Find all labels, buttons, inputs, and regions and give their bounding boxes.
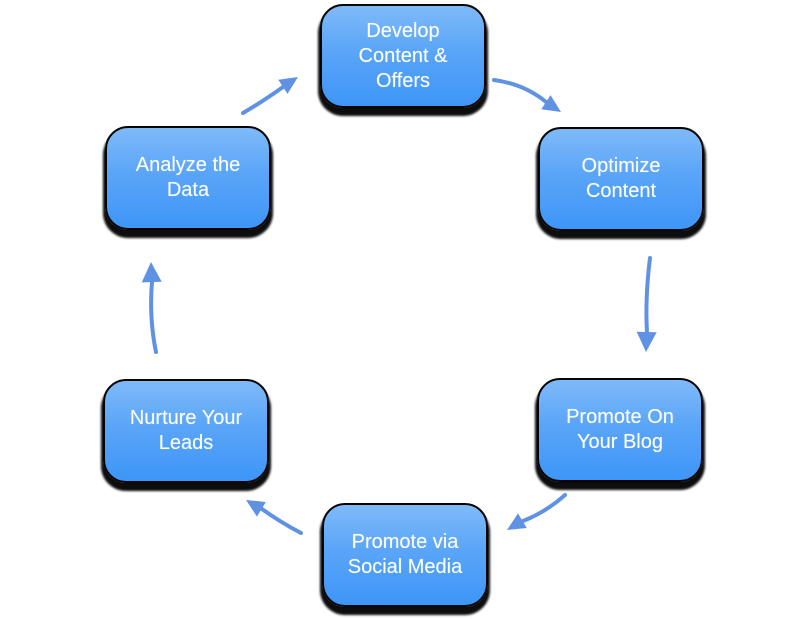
node-promote-via-social-media: Promote via Social Media xyxy=(322,503,488,607)
arrow-social-to-nurture xyxy=(246,500,303,535)
arrow-blog-to-social xyxy=(507,493,567,530)
node-develop-content-offers: Develop Content & Offers xyxy=(320,4,486,108)
arrow-develop-to-optimize xyxy=(492,78,561,112)
node-label: Promote via Social Media xyxy=(347,531,463,578)
node-label: Analyze the Data xyxy=(135,154,241,201)
node-label: Promote On Your Blog xyxy=(566,406,674,453)
node-optimize-content: Optimize Content xyxy=(538,127,704,231)
node-promote-on-your-blog: Promote On Your Blog xyxy=(537,378,703,482)
node-label: Optimize Content xyxy=(581,155,661,202)
arrow-optimize-to-blog xyxy=(636,256,657,352)
arrow-nurture-to-analyze xyxy=(141,262,162,354)
arrow-analyze-to-develop xyxy=(241,77,298,115)
node-label: Nurture Your Leads xyxy=(129,407,243,454)
node-analyze-the-data: Analyze the Data xyxy=(105,126,271,230)
node-nurture-your-leads: Nurture Your Leads xyxy=(103,379,269,483)
node-label: Develop Content & Offers xyxy=(358,19,448,92)
